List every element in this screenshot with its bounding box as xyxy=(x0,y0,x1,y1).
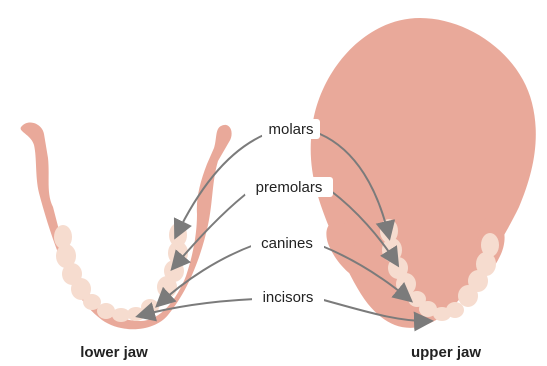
canines-label: canines xyxy=(261,235,313,252)
incisors-label: incisors xyxy=(263,289,314,306)
tooth xyxy=(446,302,464,318)
premolars-label: premolars xyxy=(256,179,323,196)
lower-jaw-bone xyxy=(21,123,232,330)
lower-front-teeth xyxy=(83,294,159,322)
upper-jaw-caption: upper jaw xyxy=(411,344,481,361)
tooth xyxy=(458,285,478,307)
lower-left-back-teeth xyxy=(54,225,91,300)
lower-jaw-caption: lower jaw xyxy=(80,344,148,361)
skull-shape xyxy=(311,18,536,328)
upper-jaw xyxy=(311,18,536,328)
molars-label: molars xyxy=(268,121,313,138)
tooth xyxy=(157,276,177,298)
lower-jaw xyxy=(21,123,232,330)
